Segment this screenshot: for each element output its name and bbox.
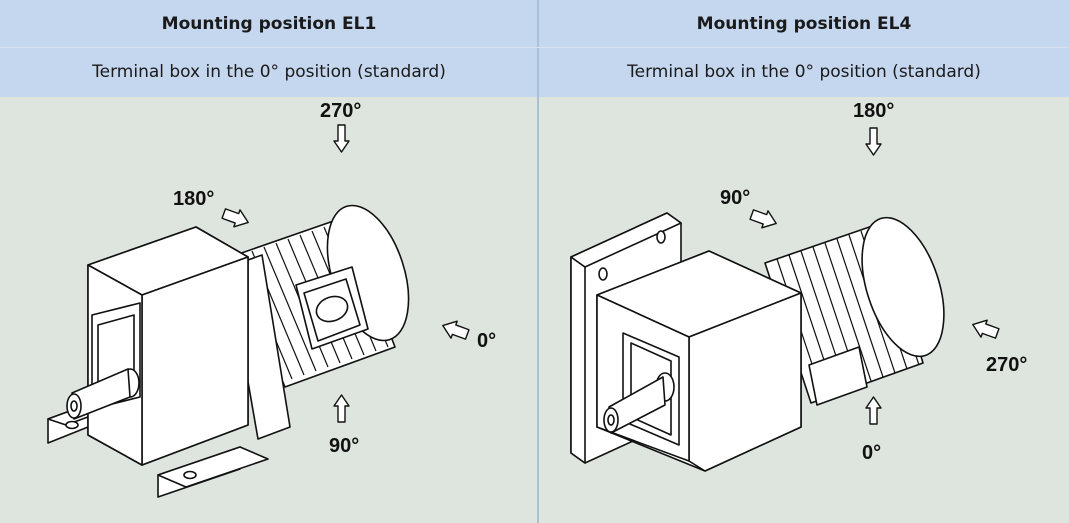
column-divider xyxy=(537,0,539,523)
drawing-area-el1: 270° 180° 0° 90° xyxy=(0,97,538,523)
header-el1: Mounting position EL1 Terminal box in th… xyxy=(0,0,538,97)
header-el4: Mounting position EL4 Terminal box in th… xyxy=(539,0,1069,97)
title-el1: Mounting position EL1 xyxy=(161,14,377,34)
right-arrow-icon xyxy=(749,209,777,229)
header-row-divider xyxy=(0,47,1069,48)
title-el4: Mounting position EL4 xyxy=(696,14,912,34)
angle-upper-left-el4: 90° xyxy=(720,187,751,209)
subtitle-el4: Terminal box in the 0° position (standar… xyxy=(627,62,981,82)
gear-motor-drawing-el4 xyxy=(570,212,945,472)
angle-upper-left-el1: 180° xyxy=(173,188,215,210)
angle-bottom-el4: 0° xyxy=(862,442,882,464)
down-arrow-icon xyxy=(333,124,350,153)
drawing-area-el4: 180° 90° 270° 0° xyxy=(539,97,1069,523)
angle-top-el4: 180° xyxy=(853,100,895,122)
column-el1: Mounting position EL1 Terminal box in th… xyxy=(0,0,538,523)
down-arrow-icon xyxy=(865,127,882,156)
gear-motor-drawing-el1 xyxy=(47,204,410,498)
left-arrow-icon xyxy=(442,320,470,340)
subtitle-el1: Terminal box in the 0° position (standar… xyxy=(92,62,446,82)
angle-right-el1: 0° xyxy=(477,330,497,352)
angle-bottom-el1: 90° xyxy=(329,435,360,457)
up-arrow-icon xyxy=(333,394,350,423)
column-el4: Mounting position EL4 Terminal box in th… xyxy=(539,0,1069,523)
right-arrow-icon xyxy=(221,208,249,228)
up-arrow-icon xyxy=(865,396,882,425)
angle-top-el1: 270° xyxy=(320,100,362,122)
left-arrow-icon xyxy=(972,319,1000,339)
angle-right-el4: 270° xyxy=(986,354,1028,376)
